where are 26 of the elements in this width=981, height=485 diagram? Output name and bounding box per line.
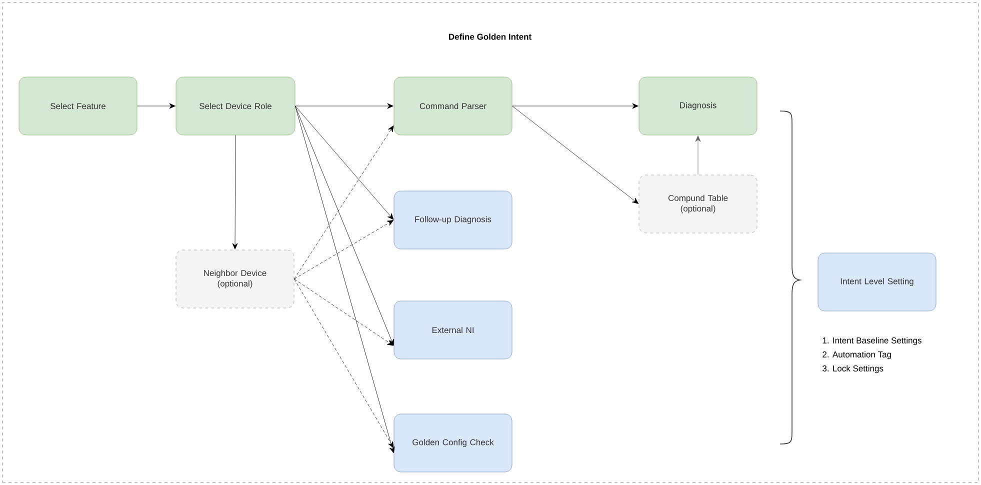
arrow (695, 136, 701, 175)
process-box: Diagnosis (638, 76, 758, 136)
arrow (512, 103, 638, 109)
output-box: Intent Level Setting (818, 252, 936, 312)
arrow (294, 278, 394, 346)
arrow (137, 103, 176, 109)
arrow (512, 106, 639, 204)
arrow (295, 106, 394, 220)
process-box: Command Parser (394, 76, 512, 136)
list-item: 1. Intent Baseline Settings (822, 337, 922, 346)
arrow (295, 106, 395, 454)
process-box: Select Device Role (176, 76, 296, 136)
arrow (295, 103, 394, 109)
list-item: 2. Automation Tag (822, 351, 891, 360)
arrow (294, 220, 394, 280)
optional-box: Neighbor Device (optional) (176, 250, 294, 308)
list-item: 3. Lock Settings (822, 365, 884, 374)
output-box: Follow-up Diagnosis (394, 190, 512, 250)
arrow (294, 278, 394, 448)
optional-box: Compund Table (optional) (638, 174, 758, 234)
arrow (294, 125, 394, 280)
output-box: External NI (394, 300, 512, 360)
process-box: Select Feature (18, 76, 138, 136)
output-box: Golden Config Check (394, 414, 512, 472)
arrow (295, 106, 394, 346)
arrow (232, 135, 238, 250)
